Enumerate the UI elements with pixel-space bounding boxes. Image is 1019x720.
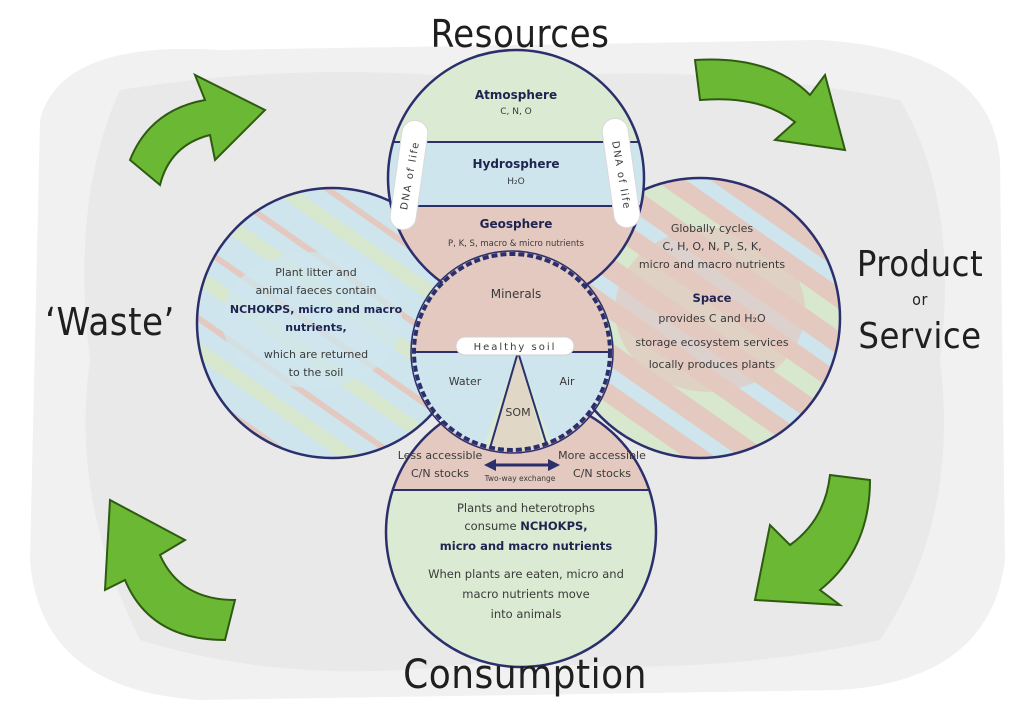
- less-accessible-line1: Less accessible: [398, 449, 483, 462]
- resources-label: Resources: [430, 12, 610, 56]
- right-text-line1: Globally cycles: [671, 222, 754, 235]
- hydrosphere-sub: H₂O: [507, 177, 524, 187]
- service-label: Service: [858, 316, 982, 357]
- left-text-tail1: which are returned: [264, 348, 368, 361]
- left-text-bold1: NCHOKPS, micro and macro: [230, 303, 403, 316]
- bottom-text-tail2: macro nutrients move: [462, 587, 589, 601]
- space-title: Space: [693, 291, 732, 305]
- arrow-bottom-left: [103, 498, 237, 642]
- space-line3: locally produces plants: [649, 358, 776, 371]
- left-circle: [195, 186, 469, 460]
- space-line2: storage ecosystem services: [635, 336, 788, 349]
- or-label: or: [912, 290, 928, 309]
- left-circle-text: Plant litter and animal faeces contain N…: [230, 266, 403, 379]
- arrow-bottom-right: [753, 473, 872, 607]
- left-text-line1: Plant litter and: [275, 266, 356, 279]
- more-accessible-line1: More accessible: [558, 449, 646, 462]
- bottom-text-line1: Plants and heterotrophs: [457, 501, 595, 515]
- dna-band-right: [601, 117, 641, 229]
- more-accessible-line2: C/N stocks: [573, 467, 631, 480]
- geosphere-title: Geosphere: [480, 217, 553, 231]
- bottom-text-nchokps: NCHOKPS,: [520, 519, 587, 533]
- hydrosphere-title: Hydrosphere: [472, 157, 559, 171]
- left-text-tail2: to the soil: [289, 366, 344, 379]
- left-text-line2: animal faeces contain: [255, 284, 376, 297]
- scalloped-border: [412, 252, 612, 452]
- product-label: Product: [856, 244, 984, 285]
- bottom-text-bold: micro and macro nutrients: [440, 539, 613, 553]
- waste-label: ‘Waste’: [45, 300, 175, 344]
- atmosphere-sub: C, N, O: [500, 107, 532, 117]
- left-text-bold2: nutrients,: [285, 321, 346, 334]
- arrow-top-left: [128, 72, 267, 187]
- healthy-soil-badge: [455, 336, 575, 356]
- consumption-label: Consumption: [403, 652, 647, 698]
- right-text-line3: micro and macro nutrients: [639, 258, 785, 271]
- two-way-arrow: [484, 459, 560, 471]
- healthy-soil-label: Healthy soil: [474, 342, 557, 353]
- right-text-line2: C, H, O, N, P, S, K,: [662, 240, 761, 253]
- minerals-label: Minerals: [491, 287, 542, 301]
- som-label: SOM: [505, 406, 530, 419]
- air-label: Air: [559, 375, 575, 388]
- arrow-top-right: [693, 58, 847, 152]
- space-line1: provides C and H₂O: [658, 312, 766, 325]
- dna-band-left: [389, 119, 429, 231]
- bottom-text-consume: consume: [464, 519, 516, 533]
- cycle-arrows: [103, 58, 872, 642]
- two-way-exchange-label: Two-way exchange: [484, 474, 556, 483]
- less-accessible-line2: C/N stocks: [411, 467, 469, 480]
- bottom-text-line2: consume NCHOKPS,: [464, 519, 587, 533]
- geosphere-sub: P, K, S, macro & micro nutrients: [448, 239, 584, 249]
- water-label: Water: [449, 375, 482, 388]
- bottom-text-tail1: When plants are eaten, micro and: [428, 567, 624, 581]
- right-circle-text: Globally cycles C, H, O, N, P, S, K, mic…: [635, 222, 788, 371]
- atmosphere-title: Atmosphere: [475, 88, 557, 102]
- bottom-text-tail3: into animals: [491, 607, 562, 621]
- right-circle: [558, 176, 842, 460]
